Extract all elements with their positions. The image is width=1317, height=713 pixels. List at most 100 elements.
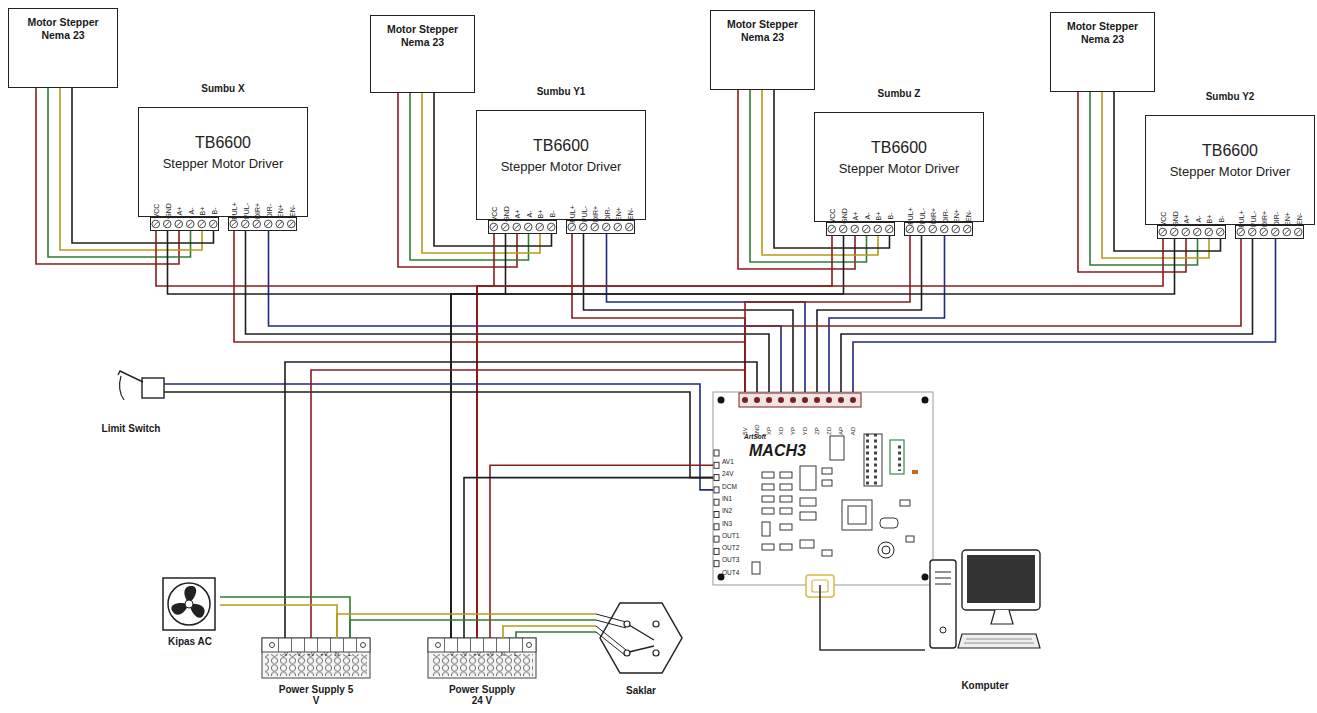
wire-bundle <box>220 597 350 638</box>
wire <box>490 465 713 638</box>
wire-bundle <box>451 236 844 638</box>
wire <box>311 370 745 638</box>
pin-label: DIR+ <box>1261 211 1268 227</box>
pin-label: EN- <box>626 208 633 220</box>
wire <box>477 239 1163 638</box>
wire <box>220 605 337 638</box>
computer: Komputer <box>925 545 1045 691</box>
wire <box>503 626 596 638</box>
pin-label: PUL+ <box>569 205 576 223</box>
pin-label: DIR+ <box>254 203 261 219</box>
board-pin-label: ZD <box>826 427 832 435</box>
pin-label: EN- <box>1295 213 1302 225</box>
wire <box>607 234 806 392</box>
terminal-label: +V <box>307 651 315 657</box>
pin-label: PUL+ <box>907 207 914 225</box>
terminal-gap <box>1145 225 1315 239</box>
fan-drawing <box>163 578 215 630</box>
wire <box>220 597 350 638</box>
pin-label: A+ <box>1183 215 1190 224</box>
controller-board-drawing <box>713 392 933 597</box>
component-label: Kipas AC <box>168 637 212 648</box>
board-pin-label: AV1 <box>722 459 734 466</box>
pin-label: B+ <box>537 210 544 219</box>
board-pin-label: OUT1 <box>722 533 739 540</box>
pin-label: VCC <box>829 209 836 224</box>
pin-label: PUL+ <box>1238 210 1245 228</box>
pin-label: PUL+ <box>231 202 238 220</box>
terminal-label: +V <box>473 651 481 657</box>
component-label: Saklar <box>626 686 656 697</box>
pin-label: EN+ <box>953 209 960 223</box>
wire <box>853 239 1276 392</box>
component-label: Komputer <box>961 681 1008 692</box>
wire <box>841 239 1253 392</box>
pin-label: B+ <box>875 212 882 221</box>
component-label: Limit Switch <box>102 424 161 435</box>
wire <box>451 236 844 638</box>
pin-label: DIR- <box>603 207 610 221</box>
power-supply: Power Supply 5 V <box>262 638 370 706</box>
wire <box>156 231 477 638</box>
terminal-gap <box>138 217 308 231</box>
wire-bundle <box>337 614 596 638</box>
board-pin-label: YP <box>790 427 796 435</box>
pin-label: DIR+ <box>592 206 599 222</box>
pin-label: A+ <box>514 210 521 219</box>
wire <box>285 362 757 638</box>
pin-label: GND <box>502 206 509 222</box>
pin-label: DIR+ <box>930 208 937 224</box>
motor-box: Motor Stepper Nema 23 <box>370 15 475 93</box>
wire-bundle <box>572 234 805 392</box>
pin-label: B- <box>548 211 555 218</box>
wire <box>477 236 832 638</box>
terminal-label: +V <box>320 651 328 657</box>
wire <box>584 234 794 392</box>
driver-model: TB6600 <box>1146 142 1314 160</box>
pin-label: DIR- <box>941 209 948 223</box>
wire-bundle <box>820 585 925 650</box>
wire-bundle <box>745 239 1276 392</box>
axis-heading: Sumbu Y1 <box>476 82 646 110</box>
pin-label: VCC <box>153 204 160 219</box>
pin-label: VCC <box>1160 212 1167 227</box>
terminal-label: -V <box>461 651 467 657</box>
wire <box>745 239 1241 392</box>
wire <box>269 231 782 392</box>
pin-label: A+ <box>852 212 859 221</box>
pin-label: GND <box>1171 211 1178 227</box>
terminal-gap <box>476 220 646 234</box>
fan: Kipas AC <box>160 575 220 647</box>
driver-box: TB6600Stepper Motor Driver <box>814 112 984 222</box>
axis-heading: Sumbu X <box>138 79 308 107</box>
terminal-label: L <box>348 651 351 657</box>
driver-name: Stepper Motor Driver <box>139 156 307 171</box>
pin-label: B+ <box>1206 215 1213 224</box>
wire <box>451 239 1175 638</box>
limit-switch: Limit Switch <box>98 372 164 434</box>
motor-label: Motor Stepper Nema 23 <box>379 23 466 49</box>
pin-label: PUL- <box>918 208 925 224</box>
wire <box>337 614 596 638</box>
driver-model: TB6600 <box>139 134 307 152</box>
terminal-label: L <box>514 651 517 657</box>
terminal-label: N <box>335 651 339 657</box>
pin-label: B- <box>886 213 893 220</box>
wire-bundle <box>156 231 477 638</box>
limit-switch-drawing <box>118 371 164 400</box>
power-supply: Power Supply 24 V <box>428 638 536 706</box>
switch-drawing <box>596 603 682 673</box>
motor-label: Motor Stepper Nema 23 <box>1059 20 1146 46</box>
pin-label: VCC <box>491 207 498 222</box>
terminal-label: -V <box>448 651 454 657</box>
wire <box>350 620 596 638</box>
pin-label: PUL- <box>242 203 249 219</box>
driver-box: TB6600Stepper Motor Driver <box>138 107 308 217</box>
terminal-label: -V <box>282 651 288 657</box>
board-pin-label: XD <box>778 427 784 435</box>
board-pin-label: ZP <box>814 427 820 435</box>
pin-label: B- <box>1217 216 1224 223</box>
terminal-label: +V <box>486 651 494 657</box>
terminal-label: -V <box>295 651 301 657</box>
board-pin-label: OUT4 <box>722 569 739 576</box>
